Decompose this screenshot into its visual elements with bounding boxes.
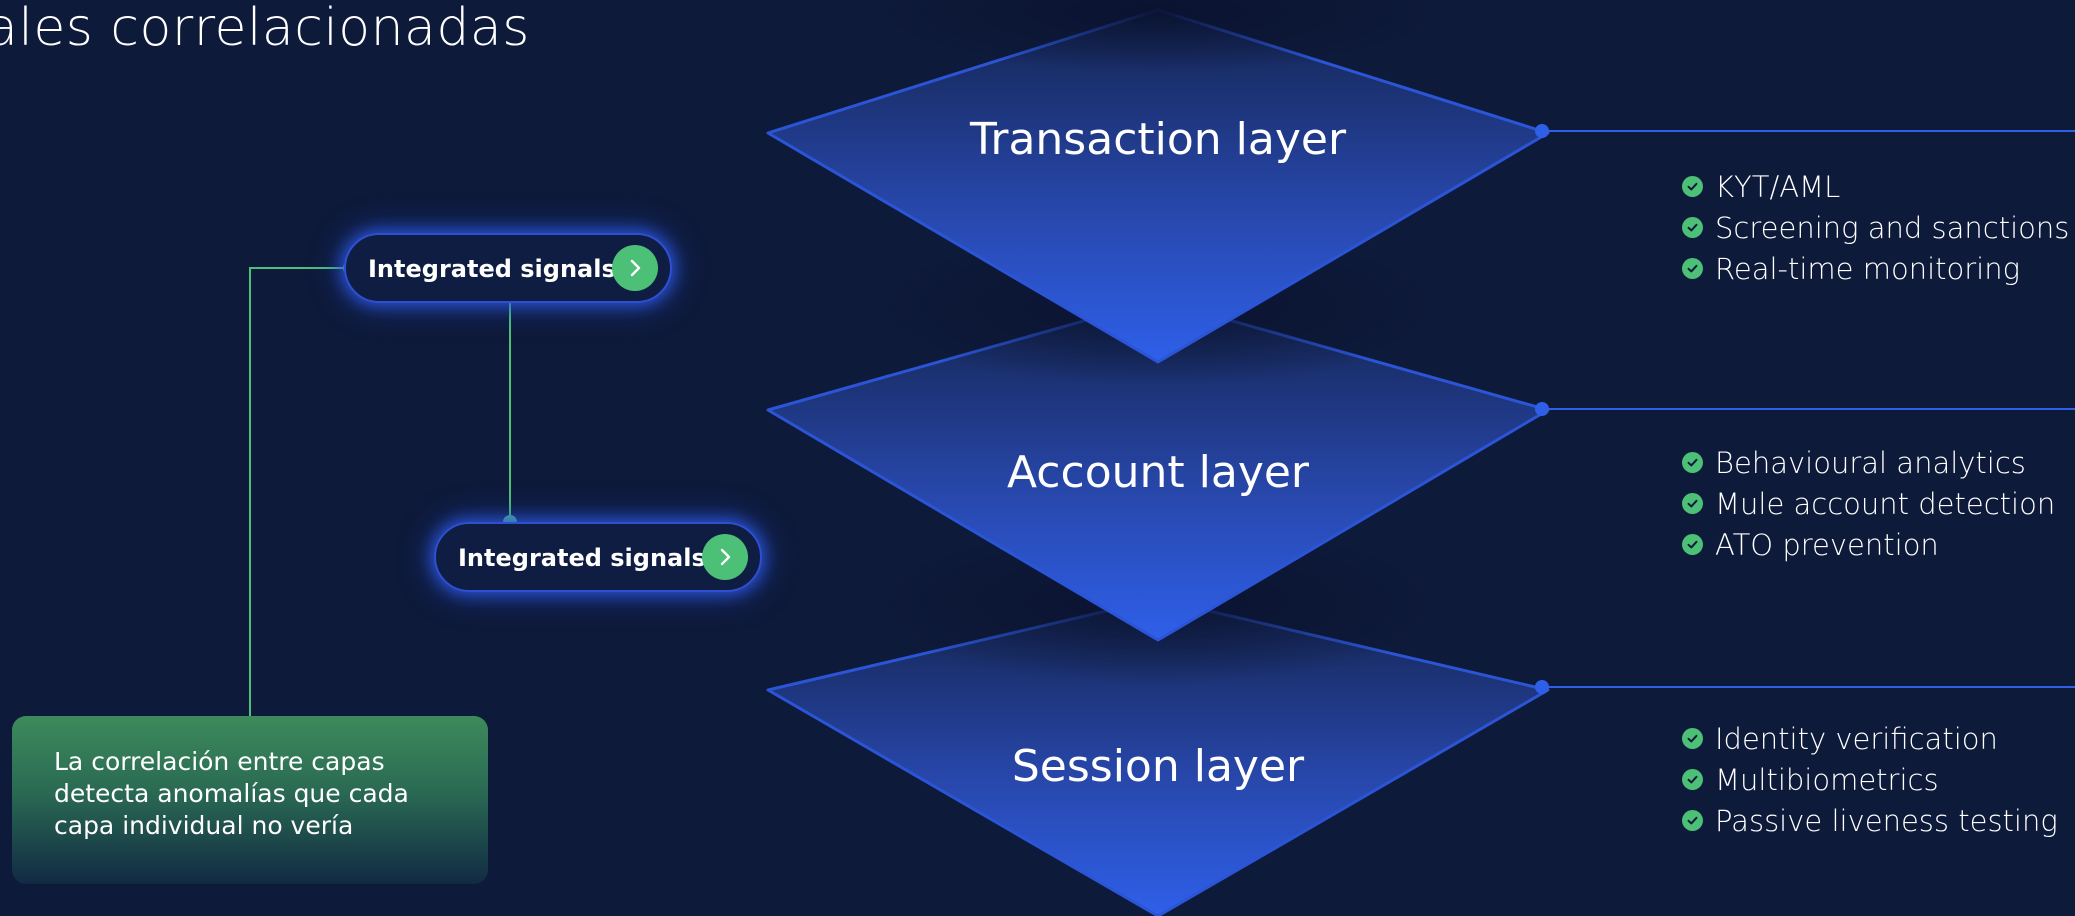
feature-item: Multibiometrics	[1682, 759, 2058, 800]
correlation-note: La correlación entre capas detecta anoma…	[12, 716, 488, 884]
account-feature-list: Behavioural analytics Mule account detec…	[1682, 442, 2055, 565]
signal-connector-line	[249, 267, 350, 716]
account-layer-label: Account layer	[1006, 447, 1310, 498]
feature-item: Mule account detection	[1682, 483, 2055, 524]
transaction-layer-shape	[766, 8, 1550, 364]
check-circle-icon	[1682, 452, 1703, 473]
integrated-signals-pill[interactable]: Integrated signals	[344, 233, 672, 303]
page-title: ales correlacionadas	[0, 0, 530, 58]
integrated-signals-label: Integrated signals	[368, 255, 616, 283]
feature-label: ATO prevention	[1715, 527, 1939, 562]
feature-label: Multibiometrics	[1715, 762, 1939, 797]
feature-item: Screening and sanctions	[1682, 207, 2069, 248]
feature-label: Screening and sanctions	[1715, 210, 2070, 245]
session-layer-label: Session layer	[1011, 741, 1305, 792]
integrated-signals-pill[interactable]: Integrated signals	[434, 522, 762, 592]
feature-item: Behavioural analytics	[1682, 442, 2055, 483]
feature-item: ATO prevention	[1682, 524, 2055, 565]
check-circle-icon	[1682, 810, 1703, 831]
connector-dot	[1535, 402, 1549, 416]
feature-label: Real-time monitoring	[1715, 251, 2021, 286]
feature-item: KYT/AML	[1682, 166, 2069, 207]
chevron-right-icon[interactable]	[702, 534, 748, 580]
account-layer-shape	[766, 298, 1550, 642]
feature-item: Real-time monitoring	[1682, 248, 2069, 289]
integrated-signals-label: Integrated signals	[458, 544, 706, 572]
layer-shadow	[858, 0, 1458, 72]
feature-item: Passive liveness testing	[1682, 800, 2058, 841]
check-circle-icon	[1682, 258, 1703, 279]
chevron-right-icon[interactable]	[612, 245, 658, 291]
transaction-feature-list: KYT/AML Screening and sanctions Real-tim…	[1682, 166, 2069, 289]
check-circle-icon	[1682, 493, 1703, 514]
feature-label: Identity verification	[1715, 721, 1998, 756]
check-circle-icon	[1682, 728, 1703, 749]
check-circle-icon	[1682, 769, 1703, 790]
feature-label: Passive liveness testing	[1715, 803, 2058, 838]
feature-label: Behavioural analytics	[1715, 445, 2026, 480]
check-circle-icon	[1682, 176, 1703, 197]
check-circle-icon	[1682, 217, 1703, 238]
transaction-layer-label: Transaction layer	[969, 114, 1347, 165]
feature-label: KYT/AML	[1715, 169, 1841, 204]
feature-item: Identity verification	[1682, 718, 2058, 759]
session-feature-list: Identity verification Multibiometrics Pa…	[1682, 718, 2058, 841]
session-layer-shape	[766, 597, 1550, 916]
feature-label: Mule account detection	[1715, 486, 2056, 521]
check-circle-icon	[1682, 534, 1703, 555]
connector-dot	[1535, 680, 1549, 694]
connector-dot	[1535, 124, 1549, 138]
